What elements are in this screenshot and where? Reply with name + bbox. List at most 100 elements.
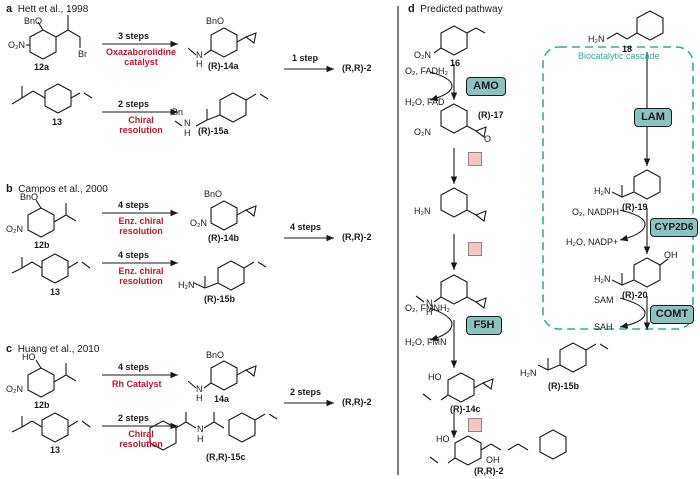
panel-a-compound-13: 13 bbox=[52, 117, 63, 127]
panel-d-header: d Predicted pathway bbox=[408, 3, 503, 15]
panel-c-bottom-condition: Chiral resolution bbox=[119, 429, 163, 449]
compound-rr-2: (R,R)-2 bbox=[474, 466, 504, 476]
unknown-step-1 bbox=[468, 152, 482, 166]
panel-a-15a-h: H bbox=[184, 128, 191, 138]
panel-b-14b-o2n: O₂N bbox=[190, 218, 207, 228]
enzyme-amo: AMO bbox=[466, 77, 506, 96]
panel-b-h2n-label: H₂N bbox=[178, 280, 195, 290]
enzyme-comt: COMT bbox=[650, 305, 694, 324]
panel-d-17-o2n: O₂N bbox=[414, 127, 431, 137]
compound-16: 16 bbox=[450, 58, 461, 68]
panel-d-14c-ho: HO bbox=[428, 372, 442, 382]
panel-c-o2n-label: O₂N bbox=[6, 384, 23, 394]
comt-cofactor-out: SAH bbox=[594, 322, 613, 332]
panel-b-product: (R,R)-2 bbox=[342, 232, 372, 242]
cofactor-arrow-cyp bbox=[619, 209, 646, 242]
f5h-cofactor-out: H₂O, FMN bbox=[405, 337, 447, 347]
panel-a-14a-bno: BnO bbox=[206, 16, 225, 26]
panel-c-header: c Huang et al., 2010 bbox=[6, 343, 100, 355]
compound-r-17: (R)-17 bbox=[478, 110, 504, 120]
panel-d-15b-h2n: H₂N bbox=[520, 368, 537, 378]
cyp-cofactor-out: H₂O, NADP+ bbox=[566, 237, 619, 247]
cascade-box bbox=[542, 46, 694, 330]
cofactor-arrow-amo bbox=[429, 71, 453, 102]
compound-r-19: (R)-19 bbox=[622, 202, 648, 212]
panel-d-formamide-h: H bbox=[426, 307, 433, 317]
panel-c-15c-h: H bbox=[197, 434, 204, 444]
panel-d-amine-h2n: H₂N bbox=[414, 206, 431, 216]
compound-12a: 12a bbox=[34, 62, 50, 72]
panel-b-to-product-steps: 4 steps bbox=[290, 222, 322, 232]
panel-b-o2n-label: O₂N bbox=[6, 224, 23, 234]
panel-c-15c-n: N bbox=[197, 424, 204, 434]
panel-c-ho-label: HO bbox=[22, 352, 36, 362]
amo-cofactor-in: O₂, FADH₂ bbox=[405, 66, 448, 76]
compound-r-15b-b: (R)-15b bbox=[204, 294, 235, 304]
compound-r-14c: (R)-14c bbox=[450, 404, 481, 414]
panel-d-20-oh: OH bbox=[664, 250, 678, 260]
panel-b-top-condition: Enz. chiral resolution bbox=[118, 216, 164, 236]
compound-r-14a: (R)-14a bbox=[208, 61, 239, 71]
panel-a-bno-label: BnO bbox=[24, 16, 43, 26]
panel-a-header: a Hett et al., 1998 bbox=[6, 3, 89, 15]
panel-b-compound-13: 13 bbox=[50, 287, 61, 297]
panel-c-to-product-steps: 2 steps bbox=[290, 387, 322, 397]
panel-c-14a-h: H bbox=[196, 393, 203, 403]
panel-a-bottom-steps: 2 steps bbox=[118, 99, 150, 109]
panel-d-17-o: O bbox=[484, 134, 492, 144]
panel-c-structures bbox=[11, 359, 278, 451]
panel-c-compound-13: 13 bbox=[50, 445, 61, 455]
enzyme-f5h: F5H bbox=[466, 316, 502, 335]
f5h-cofactor-in: O₂, FMNH₂ bbox=[405, 303, 450, 313]
panel-b-bottom-condition: Enz. chiral resolution bbox=[118, 266, 164, 286]
unknown-step-2 bbox=[468, 242, 482, 256]
panel-c-product: (R,R)-2 bbox=[342, 397, 372, 407]
panel-d-16-o2n: O₂N bbox=[414, 50, 431, 60]
compound-12b-b: 12b bbox=[34, 240, 50, 250]
panel-a-14a-n: N bbox=[196, 50, 203, 60]
panel-d-structures bbox=[415, 10, 669, 466]
compound-18: 18 bbox=[622, 44, 633, 54]
panel-a-top-condition: Oxazaborolidine catalyst bbox=[105, 47, 176, 67]
panel-d-2-oh: OH bbox=[486, 455, 500, 465]
panel-b-14b-bno: BnO bbox=[204, 189, 223, 199]
panel-a-to-product-steps: 1 step bbox=[292, 53, 319, 63]
panel-d-2-ho: HO bbox=[436, 434, 450, 444]
panel-a-15a-n: N bbox=[184, 118, 191, 128]
compound-r-15a: (R)-15a bbox=[198, 126, 229, 136]
panel-a-o2n-label: O₂N bbox=[8, 40, 25, 50]
compound-r-14b: (R)-14b bbox=[208, 233, 239, 243]
cofactor-arrow-comt bbox=[619, 297, 646, 329]
panel-a-top-steps: 3 steps bbox=[118, 31, 150, 41]
panel-c-14a-bno: BnO bbox=[206, 350, 225, 360]
panel-c-bottom-steps: 2 steps bbox=[118, 413, 150, 423]
amo-cofactor-out: H₂O, FAD bbox=[405, 97, 445, 107]
compound-12b-c: 12b bbox=[34, 400, 50, 410]
compound-r-20: (R)-20 bbox=[622, 290, 648, 300]
panel-b-top-steps: 4 steps bbox=[118, 200, 150, 210]
panel-a-14a-h: H bbox=[196, 59, 203, 69]
panel-c-14a-n: N bbox=[196, 384, 203, 394]
enzyme-cyp2d6: CYP2D6 bbox=[650, 218, 698, 237]
panel-a-structures bbox=[11, 15, 269, 127]
cascade-label: Biocatalytic cascade bbox=[578, 51, 660, 61]
compound-14a-c: 14a bbox=[214, 394, 230, 404]
unknown-step-3 bbox=[468, 418, 482, 432]
panel-c-top-steps: 4 steps bbox=[118, 362, 150, 372]
cofactor-arrow-f5h bbox=[429, 307, 453, 342]
panel-d-19-h2n: H₂N bbox=[594, 186, 611, 196]
cyp-cofactor-in: O₂, NADPH bbox=[572, 207, 619, 217]
panel-b-header: b Campos et al., 2000 bbox=[6, 183, 108, 195]
panel-b-structures bbox=[11, 199, 267, 291]
panel-a-product: (R,R)-2 bbox=[342, 63, 372, 73]
panel-a-bottom-condition: Chiral resolution bbox=[119, 115, 163, 135]
panel-d-20-h2n: H₂N bbox=[594, 274, 611, 284]
panel-d-formamide-n: N bbox=[426, 298, 433, 308]
compound-r-15b-d: (R)-15b bbox=[548, 381, 579, 391]
panel-d-18-h2n: H₂N bbox=[588, 34, 605, 44]
compound-rr-15c: (R,R)-15c bbox=[206, 452, 246, 462]
panel-a-br-label: Br bbox=[78, 49, 87, 59]
panel-b-bottom-steps: 4 steps bbox=[118, 250, 150, 260]
enzyme-lam: LAM bbox=[634, 108, 672, 127]
